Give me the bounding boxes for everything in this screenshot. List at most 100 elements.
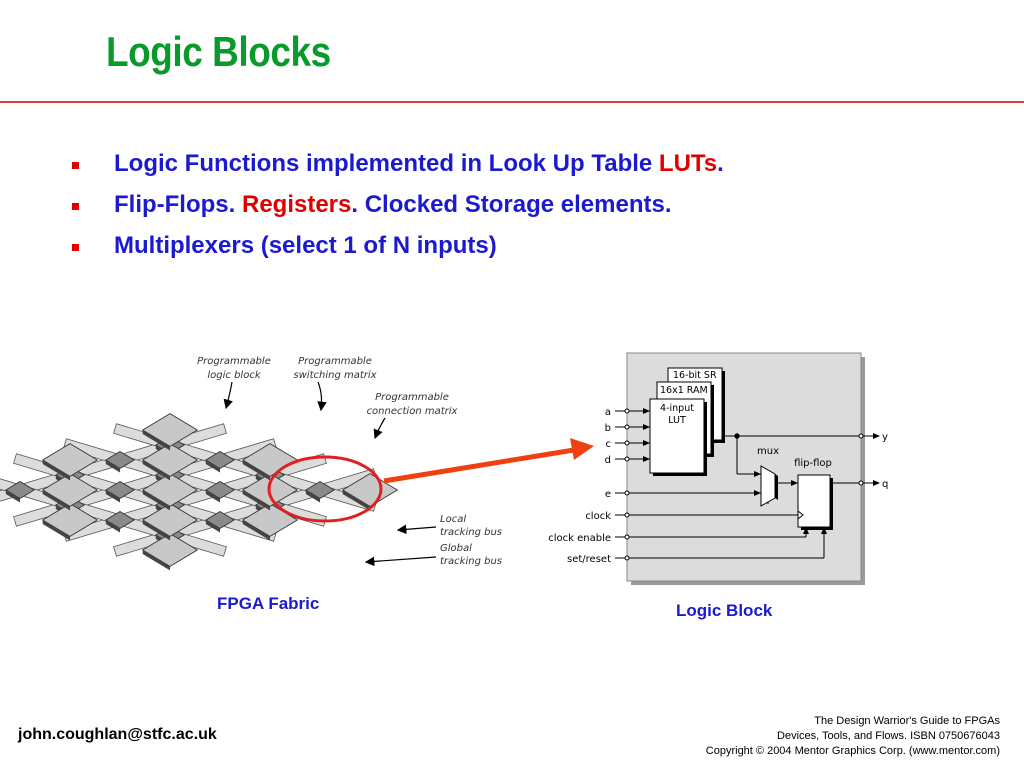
e-label: e xyxy=(605,489,611,500)
arrow-e xyxy=(754,490,761,496)
bullet-part: Flip-Flops. xyxy=(114,191,242,218)
label-logic-block-2: logic block xyxy=(207,370,261,381)
pointer-switching-matrix xyxy=(317,381,327,412)
ff-clock-wedge xyxy=(797,510,804,520)
bullet-list: Logic Functions implemented in Look Up T… xyxy=(72,150,724,273)
fabric-annotations: Programmable logic block Programmable sw… xyxy=(197,356,502,567)
bullet-square-icon xyxy=(72,203,79,210)
arrow-sr xyxy=(821,527,827,534)
programmable-logic-block-side xyxy=(42,490,70,511)
sr-label: 16-bit SR xyxy=(673,370,717,381)
bullet-square-icon xyxy=(72,162,79,169)
fpga-fabric-diagram: Programmable logic block Programmable sw… xyxy=(0,356,594,571)
input-pin-d xyxy=(624,456,630,462)
label-connection-matrix: Programmable xyxy=(375,392,449,403)
bullet-text: Multiplexers (select 1 of N inputs) xyxy=(114,232,497,259)
logic-block-group xyxy=(41,413,399,571)
label-connection-matrix-2: connection matrix xyxy=(367,406,458,417)
programmable-logic-block-side xyxy=(242,490,270,511)
lut-box xyxy=(649,398,705,474)
switching-matrix-side xyxy=(105,520,120,533)
logic-block-caption: Logic Block xyxy=(676,601,773,620)
programmable-logic-block-side xyxy=(142,550,170,571)
switching-matrix-side xyxy=(205,460,220,473)
input-label-b: b xyxy=(605,423,611,434)
programmable-logic-block-side xyxy=(342,490,370,511)
input-pin-c xyxy=(624,440,630,446)
switching-matrix-side xyxy=(305,490,320,503)
pin-e xyxy=(624,490,630,496)
bullet-item-flipflops: Flip-Flops. Registers. Clocked Storage e… xyxy=(72,191,724,232)
pointer-connection-matrix xyxy=(373,417,386,440)
input-label-d: d xyxy=(605,455,611,466)
input-arrow-d xyxy=(643,456,650,462)
clock-enable-label: clock enable xyxy=(548,533,611,544)
pointer-local-bus xyxy=(396,524,437,535)
title-underline xyxy=(0,101,1024,103)
slide-title: Logic Blocks xyxy=(106,28,331,75)
label-logic-block: Programmable xyxy=(197,356,271,367)
arrow-tips xyxy=(754,433,880,534)
input-label-c: c xyxy=(606,439,612,450)
bullet-text: Flip-Flops. Registers. Clocked Storage e… xyxy=(114,191,671,218)
switching-matrix-side xyxy=(5,490,20,503)
arrow-ff-d xyxy=(791,480,798,486)
pin-set-reset xyxy=(624,555,630,561)
bullet-part: . xyxy=(717,150,724,177)
footer-credit: The Design Warrior's Guide to FPGAs Devi… xyxy=(706,714,1000,759)
label-global-bus: Global xyxy=(440,543,472,554)
ram-label: 16x1 RAM xyxy=(660,385,708,396)
pointer-logic-block xyxy=(223,381,233,410)
label-local-bus-2: tracking bus xyxy=(440,527,502,538)
input-pin-b xyxy=(624,424,630,430)
set-reset-label: set/reset xyxy=(567,554,611,565)
arrow-q xyxy=(873,480,880,486)
programmable-logic-block-side xyxy=(42,520,70,541)
programmable-logic-block-side xyxy=(142,460,170,481)
programmable-logic-block-side xyxy=(242,460,270,481)
input-label-a: a xyxy=(605,407,611,418)
bullet-square-icon xyxy=(72,244,79,251)
highlight-arrow xyxy=(383,438,594,484)
pin-clock-enable xyxy=(624,534,630,540)
input-arrow-b xyxy=(643,424,650,430)
lut-label-2: LUT xyxy=(668,415,686,426)
programmable-logic-block-side xyxy=(242,520,270,541)
ff-label: flip-flop xyxy=(794,458,832,469)
label-local-bus: Local xyxy=(440,514,466,525)
arrow-ce xyxy=(803,527,809,534)
programmable-logic-block-side xyxy=(142,490,170,511)
programmable-logic-block-side xyxy=(142,520,170,541)
arrow-mux-in xyxy=(754,471,761,477)
bullet-part: Logic Functions implemented in Look Up T… xyxy=(114,150,659,177)
credit-line: The Design Warrior's Guide to FPGAs xyxy=(814,715,1000,727)
programmable-logic-block-side xyxy=(42,460,70,481)
switching-matrix-side xyxy=(205,520,220,533)
programmable-logic-block-side xyxy=(142,430,170,451)
bullet-highlight: LUTs xyxy=(658,150,718,177)
input-arrow-a xyxy=(643,408,650,414)
switching-matrix-side xyxy=(105,460,120,473)
ff-box xyxy=(797,474,831,528)
q-label: q xyxy=(882,479,888,490)
credit-line: Copyright © 2004 Mentor Graphics Corp. (… xyxy=(705,745,1000,757)
pin-dots xyxy=(624,433,864,561)
pin-clock xyxy=(624,512,630,518)
bullet-part: Multiplexers (select 1 of N inputs) xyxy=(114,232,497,259)
mux-label: mux xyxy=(757,446,779,457)
bullet-item-luts: Logic Functions implemented in Look Up T… xyxy=(72,150,724,191)
input-pin-a xyxy=(624,408,630,414)
clock-label: clock xyxy=(585,511,611,522)
pin-q xyxy=(858,480,864,486)
label-switching-matrix: Programmable xyxy=(298,356,372,367)
bullet-item-multiplexers: Multiplexers (select 1 of N inputs) xyxy=(72,232,724,273)
input-arrow-c xyxy=(643,440,650,446)
bullet-highlight: Registers xyxy=(241,191,352,218)
highlight-circle xyxy=(267,455,383,523)
switching-matrix-side xyxy=(205,490,220,503)
fpga-fabric-caption: FPGA Fabric xyxy=(217,594,320,613)
label-switching-matrix-2: switching matrix xyxy=(293,370,376,381)
